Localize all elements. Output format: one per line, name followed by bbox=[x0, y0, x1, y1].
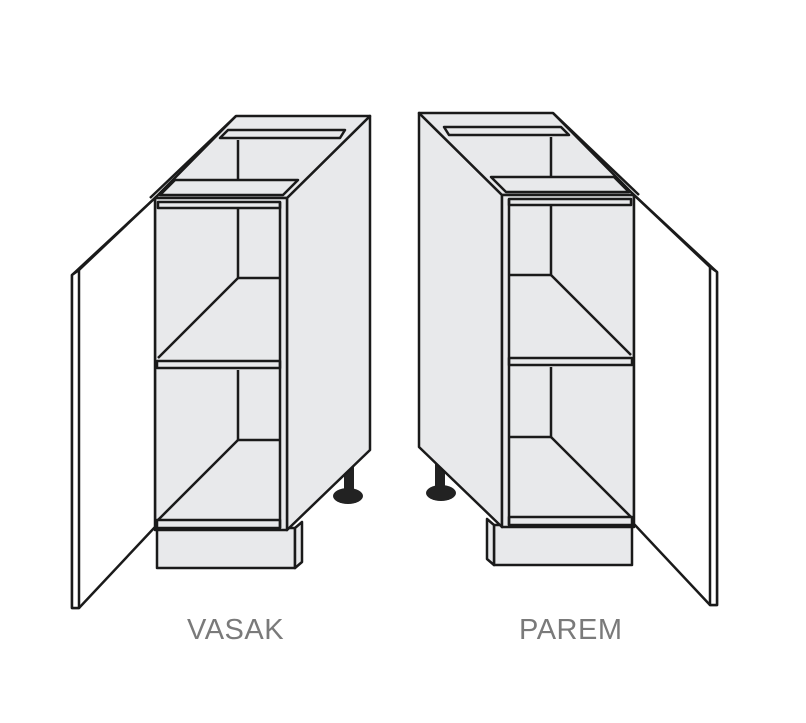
left-cabinet-label: VASAK bbox=[187, 614, 285, 646]
right-cabinet bbox=[417, 111, 719, 607]
left-cabinet bbox=[70, 114, 372, 610]
right-cabinet-label: PAREM bbox=[519, 614, 623, 646]
